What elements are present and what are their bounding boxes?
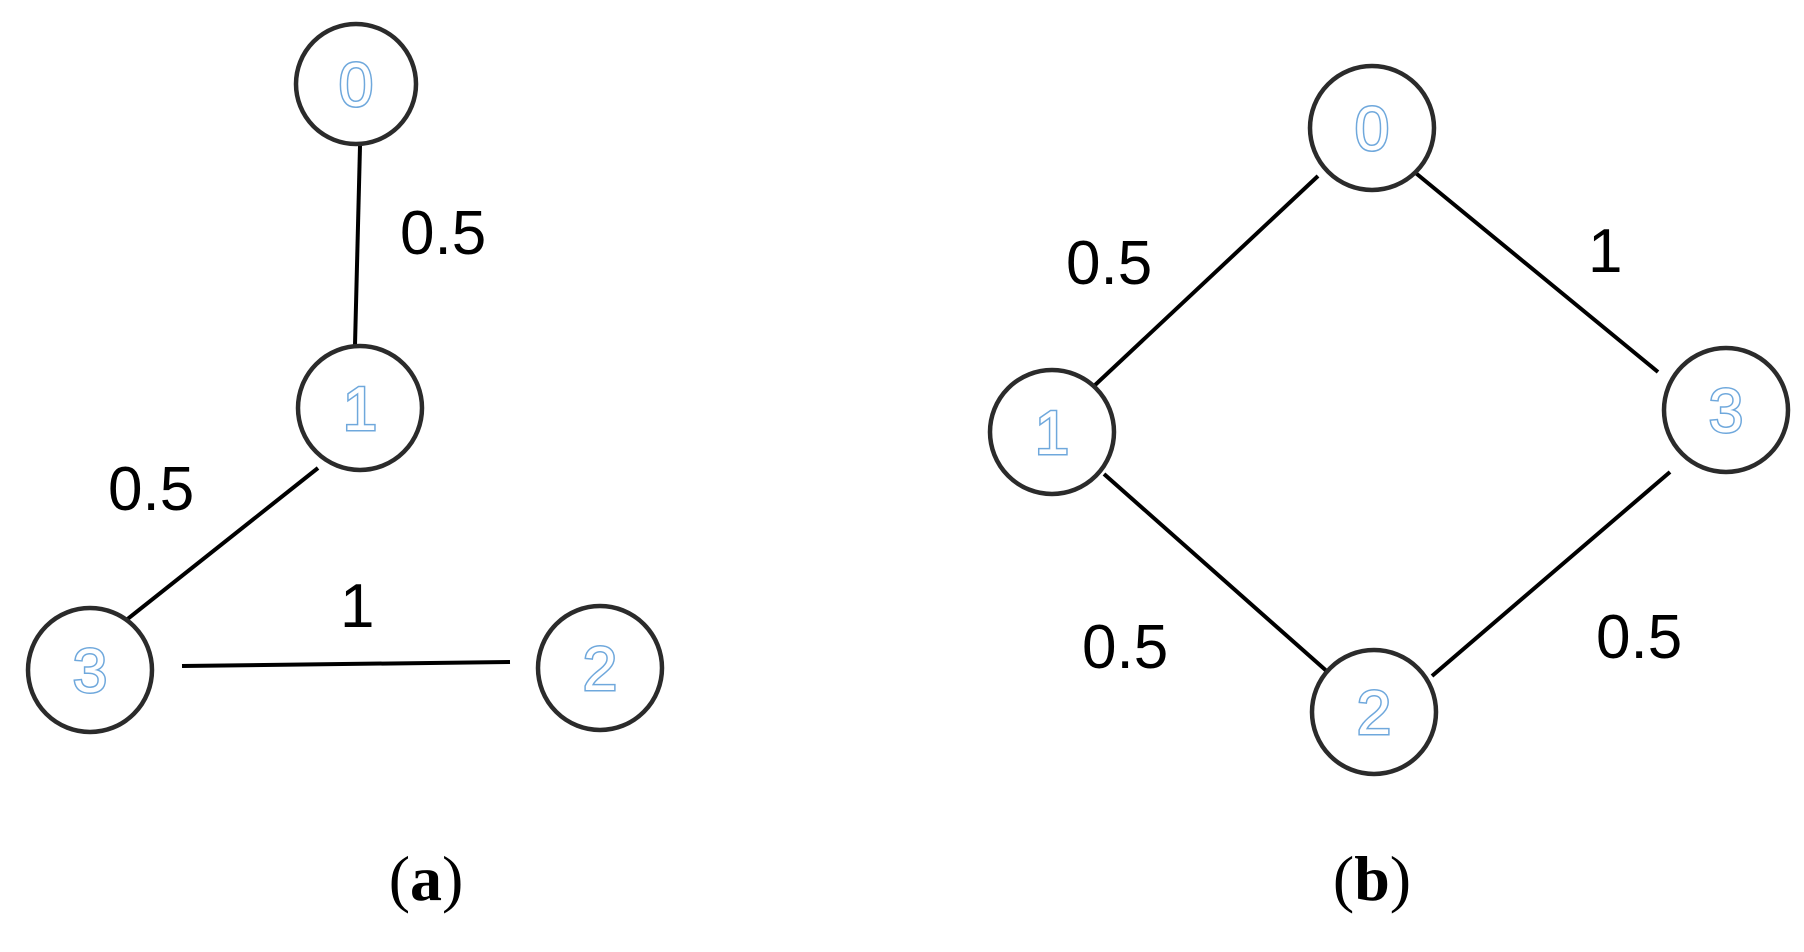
- edge-a-0-1: [353, 145, 362, 346]
- node-a-3: 3: [25, 605, 155, 735]
- edge-a-3-2: [181, 660, 511, 668]
- edge-weight-b-0-3: 1: [1588, 217, 1622, 286]
- node-label-b-0: 0: [1355, 95, 1389, 164]
- caption-a: (a): [389, 843, 464, 914]
- node-b-0: 0: [1307, 63, 1437, 193]
- panel-a: 0.5 0.5 1 0 1 3 2 (a): [25, 21, 665, 914]
- node-label-b-3: 3: [1709, 377, 1743, 446]
- edge-b-1-2: [1102, 472, 1332, 676]
- node-a-1: 1: [295, 343, 425, 473]
- edge-b-3-2: [1430, 470, 1672, 678]
- node-a-0: 0: [293, 21, 419, 147]
- edge-weight-a-1-3: 0.5: [108, 455, 194, 524]
- node-a-2: 2: [535, 603, 665, 733]
- edge-a-1-3: [118, 466, 320, 627]
- edge-weight-b-0-1: 0.5: [1066, 229, 1152, 298]
- node-label-a-0: 0: [339, 51, 373, 120]
- node-label-a-2: 2: [583, 635, 617, 704]
- node-label-a-1: 1: [343, 375, 377, 444]
- edge-b-0-3: [1410, 168, 1660, 374]
- edge-weight-b-1-2: 0.5: [1082, 613, 1168, 682]
- edge-weight-b-3-2: 0.5: [1596, 603, 1682, 672]
- panel-b: 0.5 1 0.5 0.5 0 1 3 2 (b): [987, 63, 1791, 914]
- edge-weight-a-3-2: 1: [340, 572, 374, 641]
- node-label-b-1: 1: [1035, 399, 1069, 468]
- node-b-1: 1: [987, 367, 1117, 497]
- caption-b: (b): [1333, 843, 1411, 914]
- node-label-a-3: 3: [73, 637, 107, 706]
- edge-b-0-1: [1092, 174, 1320, 388]
- node-b-3: 3: [1661, 345, 1791, 475]
- node-b-2: 2: [1309, 647, 1439, 777]
- edge-weight-a-0-1: 0.5: [400, 199, 486, 268]
- node-label-b-2: 2: [1357, 679, 1391, 748]
